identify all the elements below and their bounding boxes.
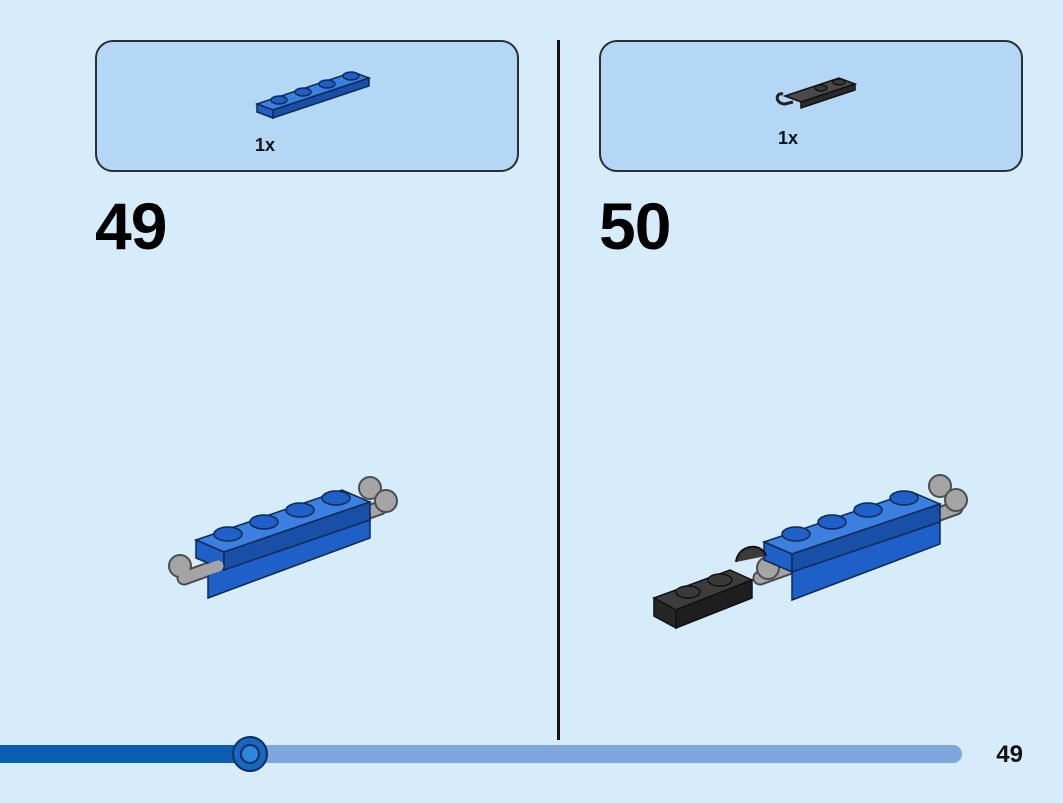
step-50-assembly-illustration bbox=[652, 474, 968, 630]
part-quantity: 1x bbox=[778, 128, 799, 148]
parts-callout-step-49: 1x bbox=[95, 40, 519, 172]
parts-callout-step-50: 1x bbox=[599, 40, 1023, 172]
step-number-50: 50 bbox=[599, 189, 671, 263]
blue-1x4-plate-icon bbox=[254, 71, 372, 120]
page-number: 49 bbox=[996, 741, 1023, 768]
step-49-assembly-illustration bbox=[168, 476, 398, 600]
progress-knob[interactable] bbox=[232, 736, 268, 772]
black-clip-plate-icon bbox=[775, 77, 858, 110]
step-number-49: 49 bbox=[95, 189, 167, 263]
progress-fill bbox=[0, 745, 250, 763]
panel-divider bbox=[557, 40, 560, 740]
part-quantity: 1x bbox=[255, 135, 276, 155]
